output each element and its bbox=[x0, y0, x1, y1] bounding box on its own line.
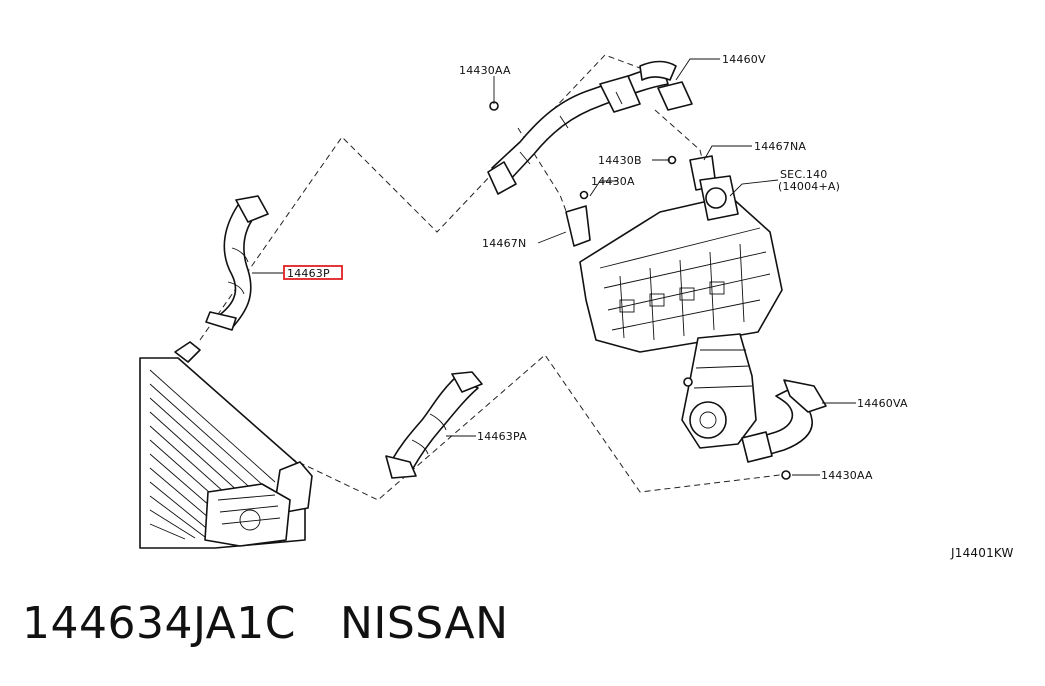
callout-14467N[interactable]: 14467N bbox=[482, 237, 526, 250]
callout-14460VA[interactable]: 14460VA bbox=[857, 397, 908, 410]
drawing-code: J14401KW bbox=[950, 546, 1014, 560]
intercooler-illustration bbox=[139, 341, 313, 549]
leader-lines bbox=[252, 58, 856, 476]
highlight-box-14463P bbox=[283, 265, 343, 280]
callout-14430AA-top[interactable]: 14430AA bbox=[459, 64, 511, 77]
hose-14463PA-illustration bbox=[385, 371, 483, 479]
callout-14430B[interactable]: 14430B bbox=[598, 154, 642, 167]
callout-14463P[interactable]: 14463P bbox=[287, 267, 330, 280]
callout-14463PA[interactable]: 14463PA bbox=[477, 430, 527, 443]
callout-14430AA-bottom[interactable]: 14430AA bbox=[821, 469, 873, 482]
callout-labels: 14430AA 14460V 14467NA 14430B 14430A SEC… bbox=[283, 53, 1014, 560]
assembly-dash-lines bbox=[199, 54, 781, 501]
callout-14430A[interactable]: 14430A bbox=[591, 175, 635, 188]
hose-14463P-illustration bbox=[205, 195, 269, 331]
pipe-14460VA-illustration bbox=[741, 379, 827, 463]
callout-sec-140-line2[interactable]: (14004+A) bbox=[778, 180, 840, 193]
part-number: 144634JA1C bbox=[22, 598, 296, 649]
callout-14467NA[interactable]: 14467NA bbox=[754, 140, 806, 153]
pipe-14460V-illustration bbox=[487, 60, 693, 195]
brand-name: NISSAN bbox=[339, 598, 509, 649]
callout-sec-140-line1[interactable]: SEC.140 bbox=[780, 168, 828, 181]
callout-14460V[interactable]: 14460V bbox=[722, 53, 766, 66]
engine-illustration bbox=[579, 175, 783, 449]
part-caption: 144634JA1C NISSAN bbox=[22, 598, 509, 649]
